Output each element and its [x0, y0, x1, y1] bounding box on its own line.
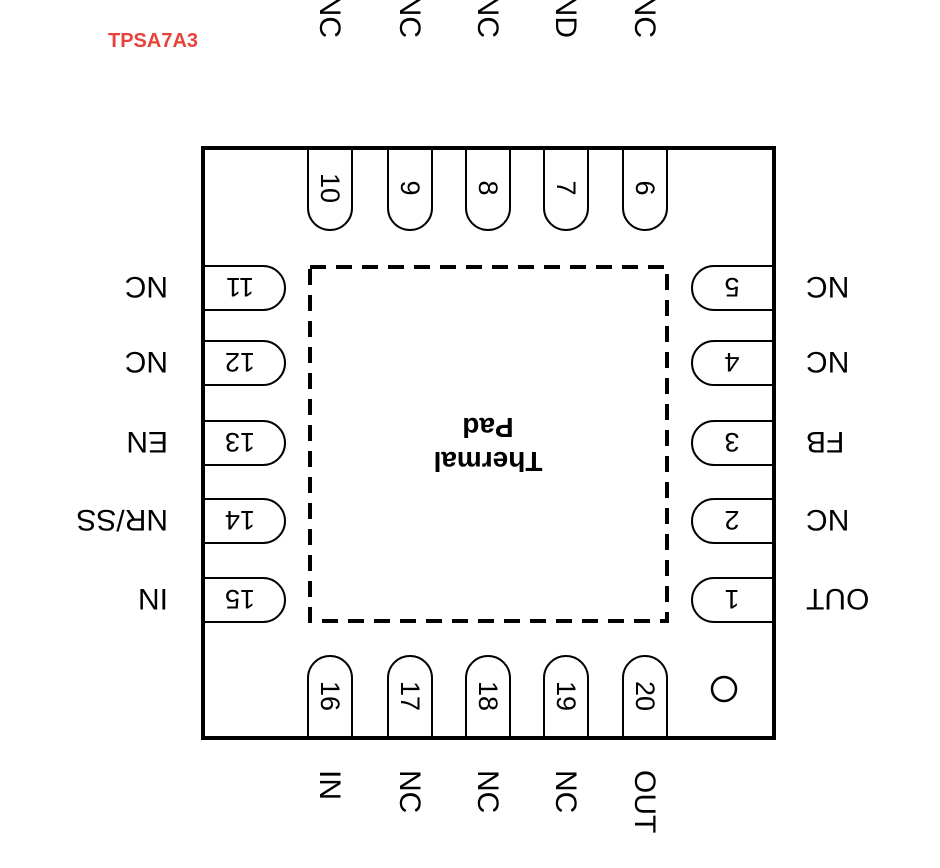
pin-6: 6 NC	[622, 0, 668, 231]
thermal-pad-outline	[308, 265, 669, 623]
pin-15-pad	[205, 577, 286, 623]
pin-17-pad	[387, 655, 433, 736]
pin-7: 7 GND	[543, 0, 589, 231]
pin-8-number: 8	[473, 180, 503, 195]
pin-2-label: NC	[806, 503, 849, 536]
thermal-pad-label-line2: Pad	[462, 412, 513, 443]
pin-9-pad	[387, 150, 433, 231]
pin-18-number: 18	[473, 681, 503, 711]
pin-15-number: 15	[225, 584, 255, 614]
pin-5: 5 NC	[691, 265, 849, 311]
pin-17-number: 17	[395, 681, 425, 711]
pin-17-label: NC	[393, 770, 426, 813]
pin-9: 9 NC	[387, 0, 433, 231]
pin-1: 1 OUT	[691, 577, 869, 623]
pin-3-number: 3	[724, 427, 739, 457]
pin-6-label: NC	[628, 0, 661, 38]
pin-8-pad	[465, 150, 511, 231]
pin1-marker	[710, 675, 738, 703]
pin-14-pad	[205, 498, 286, 544]
pin-13-number: 13	[225, 427, 255, 457]
pin-4-number: 4	[724, 347, 739, 377]
pin-19-pad	[543, 655, 589, 736]
pin-13-pad	[205, 420, 286, 466]
pin-16-pad	[307, 655, 353, 736]
thermal-pad-label-line1: Thermal	[434, 446, 543, 477]
package-outline	[201, 146, 776, 740]
pin-12-label: NC	[125, 345, 168, 378]
pin-16-number: 16	[315, 681, 345, 711]
pin-6-number: 6	[630, 180, 660, 195]
pin-7-label: GND	[549, 0, 582, 38]
pin-12: 12 NC	[125, 340, 286, 386]
pin-20-number: 20	[630, 681, 660, 711]
pin-7-pad	[543, 150, 589, 231]
pin-13: 13 EN	[126, 420, 286, 466]
pin-15-label: IN	[138, 582, 168, 615]
pin-14: 14 NR/SS	[76, 498, 286, 544]
pin-9-label: NC	[393, 0, 426, 38]
pin-2: 2 NC	[691, 498, 849, 544]
pin-10-number: 10	[315, 173, 345, 203]
pin-8: 8 NC	[465, 0, 511, 231]
pin-18-pad	[465, 655, 511, 736]
pin-12-number: 12	[225, 347, 255, 377]
pin-1-pad	[691, 577, 772, 623]
pin-10-label: NC	[313, 0, 346, 38]
pin-19-label: NC	[549, 770, 582, 813]
pin-20-label: OUT	[628, 770, 661, 833]
part-number: TPSA7A3	[108, 30, 199, 52]
pin-8-label: NC	[471, 0, 504, 38]
pin-11-label: NC	[125, 270, 168, 303]
pin-4-pad	[691, 340, 772, 386]
pin-14-label: NR/SS	[76, 503, 168, 536]
pin-2-pad	[691, 498, 772, 544]
pin-3-label: FB	[806, 425, 844, 458]
pin-11-pad	[205, 265, 286, 311]
pin-13-label: EN	[126, 425, 168, 458]
pin-12-pad	[205, 340, 286, 386]
pin-20-pad	[622, 655, 668, 736]
pin-9-number: 9	[395, 180, 425, 195]
pin-11-number: 11	[226, 272, 254, 302]
pin-5-number: 5	[724, 272, 739, 302]
pin-18-label: NC	[471, 770, 504, 813]
pin-15: 15 IN	[138, 577, 286, 623]
pin-14-number: 14	[225, 505, 255, 535]
pin-4: 4 NC	[691, 340, 849, 386]
pin-5-pad	[691, 265, 772, 311]
pin-10-pad	[307, 150, 353, 231]
pin-3-pad	[691, 420, 772, 466]
pin-3: 3 FB	[691, 420, 844, 466]
pin-11: 11 NC	[125, 265, 286, 311]
pin-16-label: IN	[313, 770, 346, 800]
pin-4-label: NC	[806, 345, 849, 378]
pin-7-number: 7	[551, 180, 581, 195]
pin-6-pad	[622, 150, 668, 231]
pin-1-number: 1	[724, 584, 739, 614]
pin-19-number: 19	[551, 681, 581, 711]
pin-2-number: 2	[724, 505, 739, 535]
pin-5-label: NC	[806, 270, 849, 303]
pin-10: 10 NC	[307, 0, 353, 231]
pin-1-label: OUT	[806, 582, 869, 615]
